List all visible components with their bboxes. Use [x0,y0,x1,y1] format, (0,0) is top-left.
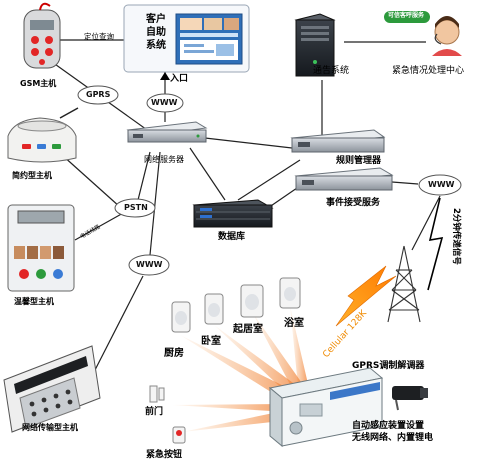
gsm-host-label: GSM主机 [20,79,57,88]
bathroom-sensor-icon [279,277,301,309]
line-event-to-www [391,181,419,185]
front-door-sensor-icon [149,385,165,403]
entrance-label: 入口 [170,74,189,84]
line-simple-to-pstn [61,154,121,208]
network-host-icon [3,345,101,433]
living-room-label: 起居室 [233,324,263,335]
www-mid-cloud-label: WWW [136,260,163,269]
warm-host-label: 温馨型主机 [14,297,54,306]
operator-icon [432,16,462,56]
emergency-center-label: 紧急情况处理中心 [392,66,465,76]
kitchen-label: 厨房 [164,348,184,359]
customer-label-line2: 自助 [146,27,166,38]
gprs-modem-icon [268,367,384,448]
emergency-button-label: 紧急按钮 [146,450,183,460]
line-database-to-rule-manager [237,159,301,201]
modem-feature-1-label: 自动感应装置设置 [352,421,425,431]
camera-icon [392,386,428,411]
line-network-host-to-www [94,275,144,371]
radio-tower-icon [387,245,421,323]
rule-manager-icon [290,129,386,153]
kitchen-sensor-icon [171,301,191,333]
line-www-to-network-server [149,151,161,256]
entrance-arrow-icon [160,72,170,80]
cloud-gprs [77,85,119,105]
network-host-label: 网络传输型主机 [22,423,78,432]
warm-host-icon [7,204,75,292]
front-door-label: 前门 [145,407,164,417]
customer-self-service-node [123,4,250,73]
www-right-cloud-label: WWW [428,180,455,189]
line-network-server-to-database [189,147,226,201]
pstn-cloud-label: PSTN [124,203,148,212]
network-server-label: 网络服务器 [144,155,184,164]
cloud-www-top [146,93,184,113]
bedroom-label: 卧室 [201,336,221,347]
database-icon [192,199,274,228]
simple-host-icon [7,107,79,163]
cloud-www-mid [128,254,170,276]
bedroom-sensor-icon [204,293,224,325]
living-room-sensor-icon [240,284,264,318]
line-pstn-to-network-server [137,151,151,201]
two-minute-signal-label: 2分钟传递信号 [451,208,461,265]
customer-label-line3: 系统 [146,40,166,51]
locate-query-label: 定位查询 [84,32,114,41]
bathroom-label: 浴室 [284,318,304,329]
gprs-cloud-label: GPRS [86,90,111,99]
modem-feature-2-label: 无线网络、内置锂电 [352,433,434,443]
www-top-cloud-label: WWW [151,98,178,107]
customer-label-line1: 客户 [146,14,166,25]
sensor-rays [172,306,308,432]
signal-arrow-icon [427,197,444,291]
notify-system-label: 通告系统 [313,66,350,76]
network-server-icon [126,121,208,143]
emergency-button-icon [172,426,186,444]
line-network-server-to-rule-manager [204,137,293,149]
cellular-link-icon [335,265,397,327]
cloud-pstn [114,198,156,218]
rule-manager-label: 规则管理器 [336,156,382,166]
database-label: 数据库 [218,232,246,242]
line-www-to-tower [411,195,441,251]
event-service-label: 事件接受服务 [326,198,381,208]
hotline-badge [384,11,430,23]
simple-host-label: 简约型主机 [12,171,52,180]
event-service-icon [294,167,394,191]
notify-server-icon [294,13,336,77]
gsm-host-icon [23,2,61,69]
line-warm-to-pstn [74,211,126,241]
hotline-badge-label: 可信客呼服务 [388,12,425,19]
cloud-www-right [418,174,462,196]
gprs-modem-label: GPRS调制解调器 [352,361,425,371]
